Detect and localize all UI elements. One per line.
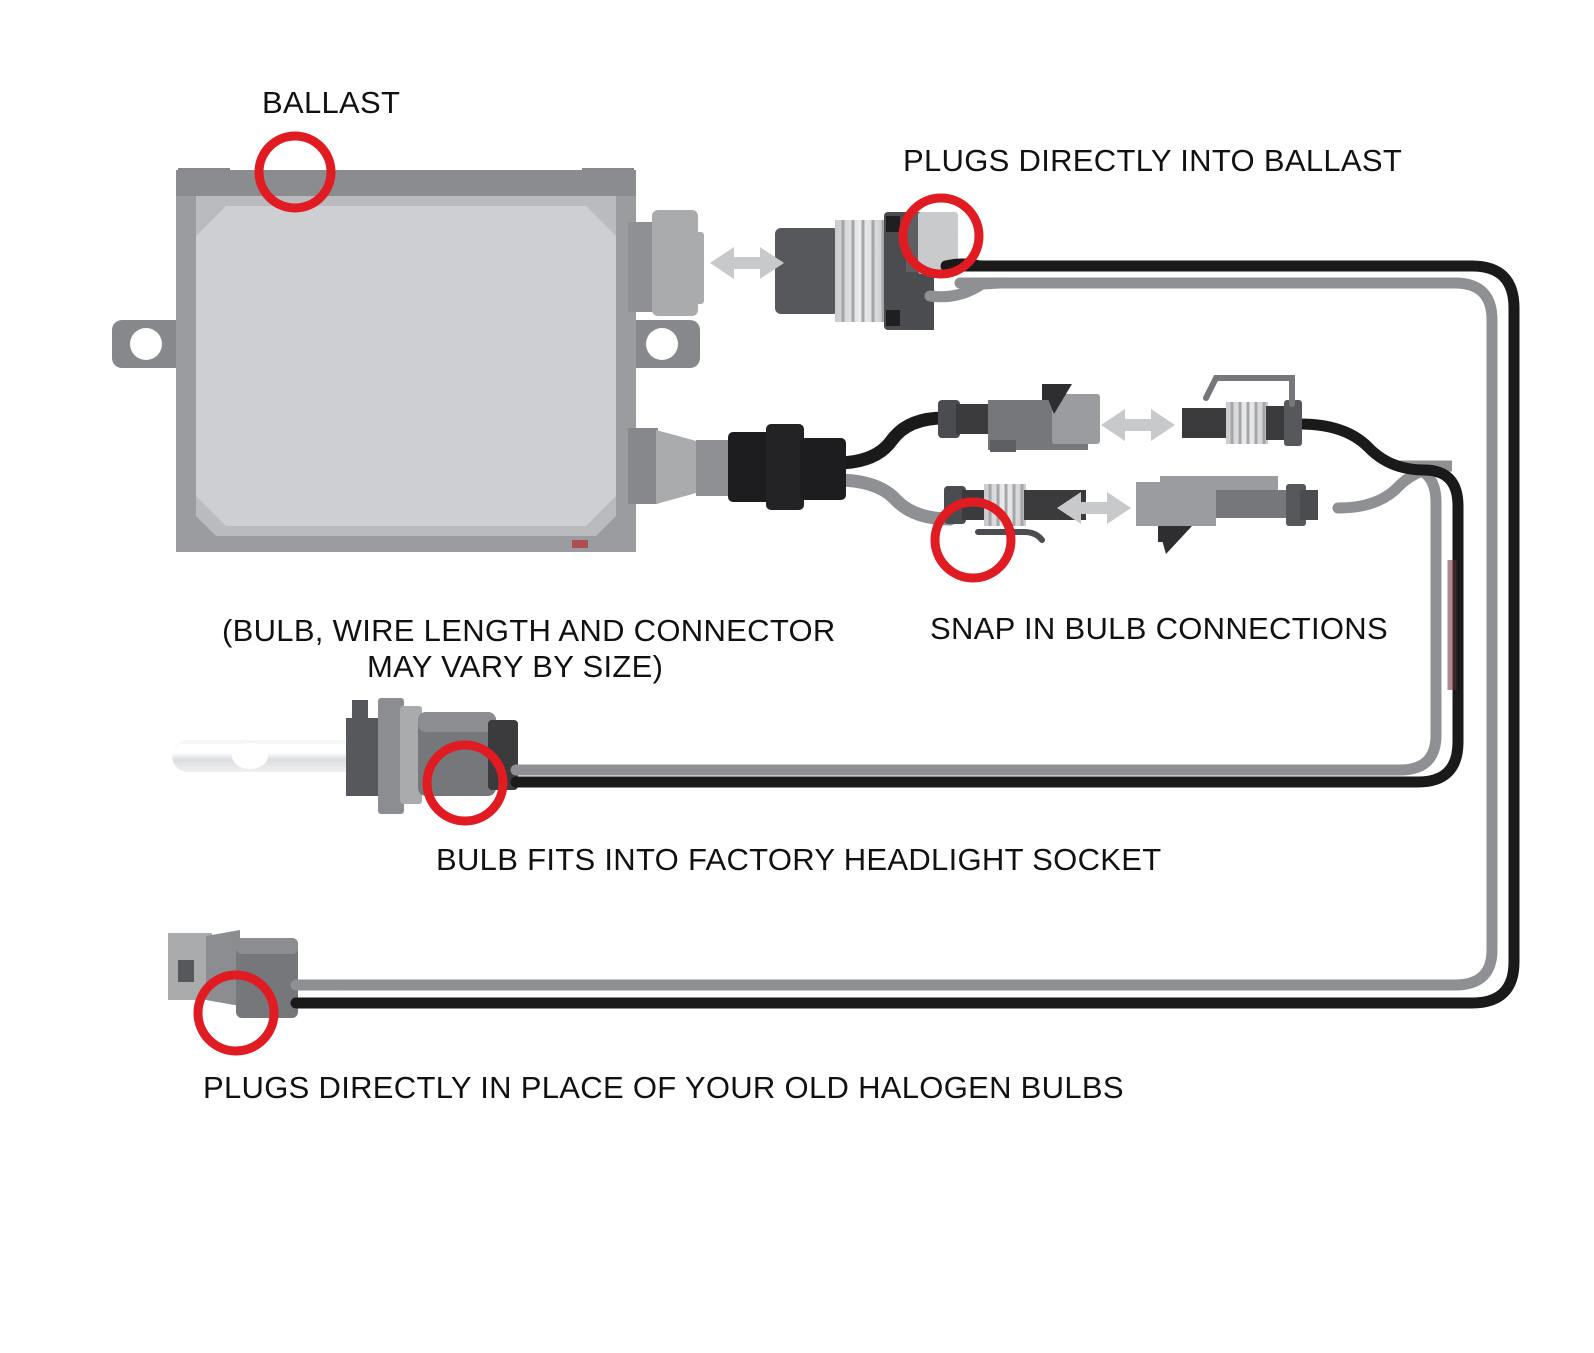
callout-snap-connection — [930, 497, 1016, 583]
callout-bulb-base — [422, 740, 508, 826]
arrow-snap-lower — [1057, 492, 1131, 524]
plug-ribbed-boot — [835, 220, 887, 322]
hid-bulb — [172, 698, 566, 814]
label-plugs-in-place-of-halogen: PLUGS DIRECTLY IN PLACE OF YOUR OLD HALO… — [203, 1070, 1124, 1105]
label-snap-in-bulb-connections: SNAP IN BULB CONNECTIONS — [930, 611, 1388, 646]
callout-halogen-plug — [193, 970, 279, 1056]
callout-ballast-plug — [898, 193, 984, 279]
wire-ballast-to-snap — [829, 411, 957, 526]
mating-connector-lower — [1136, 476, 1318, 554]
mating-connector-upper — [1182, 375, 1302, 446]
halogen-plug — [168, 930, 346, 1018]
label-vary-note-line1: (BULB, WIRE LENGTH AND CONNECTOR — [222, 613, 836, 648]
wire-harness-inner — [494, 418, 1464, 788]
arrow-ballast-plug — [710, 247, 784, 279]
ballast-box — [112, 168, 700, 552]
callout-ballast-case — [254, 131, 336, 213]
ballast-port-lower — [628, 428, 658, 504]
snap-connector-upper — [938, 384, 1100, 452]
ballast-output-cable — [656, 424, 846, 510]
wire-harness-outer — [294, 260, 1520, 1009]
label-plugs-into-ballast: PLUGS DIRECTLY INTO BALLAST — [903, 143, 1403, 178]
ballast-input-plug — [690, 212, 1006, 330]
callout-circles — [193, 131, 1016, 1056]
ballast-port-upper — [628, 210, 698, 316]
label-ballast: BALLAST — [262, 85, 401, 120]
ferrule-ribs-upper — [1226, 402, 1268, 444]
label-vary-note-line2: MAY VARY BY SIZE) — [367, 649, 664, 684]
arrow-snap-upper — [1101, 409, 1175, 441]
label-bulb-fits-socket: BULB FITS INTO FACTORY HEADLIGHT SOCKET — [436, 842, 1162, 877]
